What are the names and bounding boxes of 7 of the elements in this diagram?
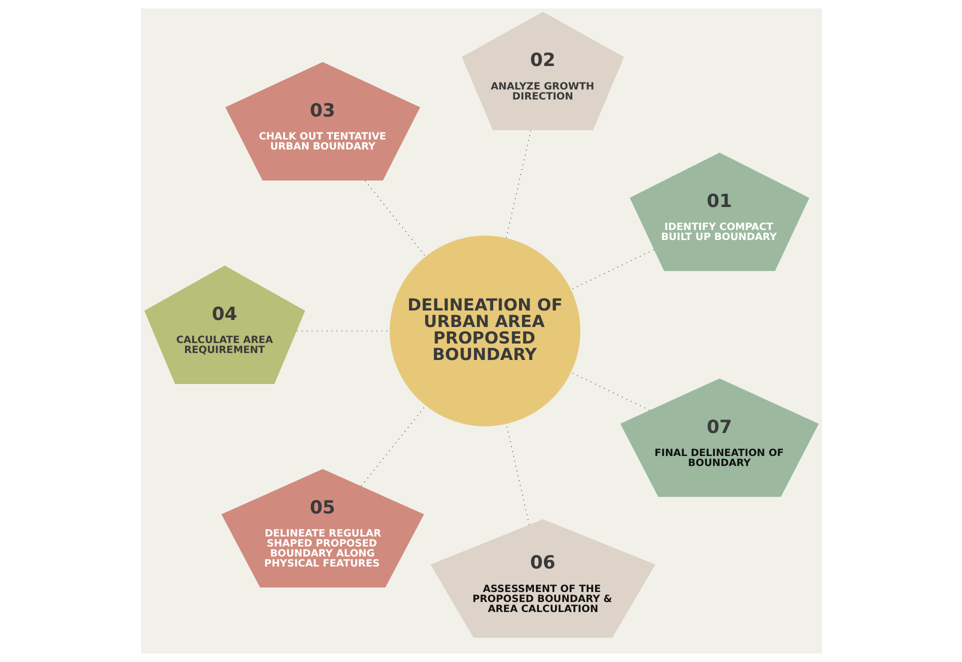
connector	[360, 405, 426, 486]
connector	[570, 372, 650, 411]
connector	[570, 249, 654, 290]
connector	[364, 180, 426, 257]
connector	[505, 130, 531, 238]
connector	[505, 424, 530, 526]
node-circle: DELINEATION OF URBAN AREA PROPOSED BOUNDARY	[389, 236, 580, 426]
